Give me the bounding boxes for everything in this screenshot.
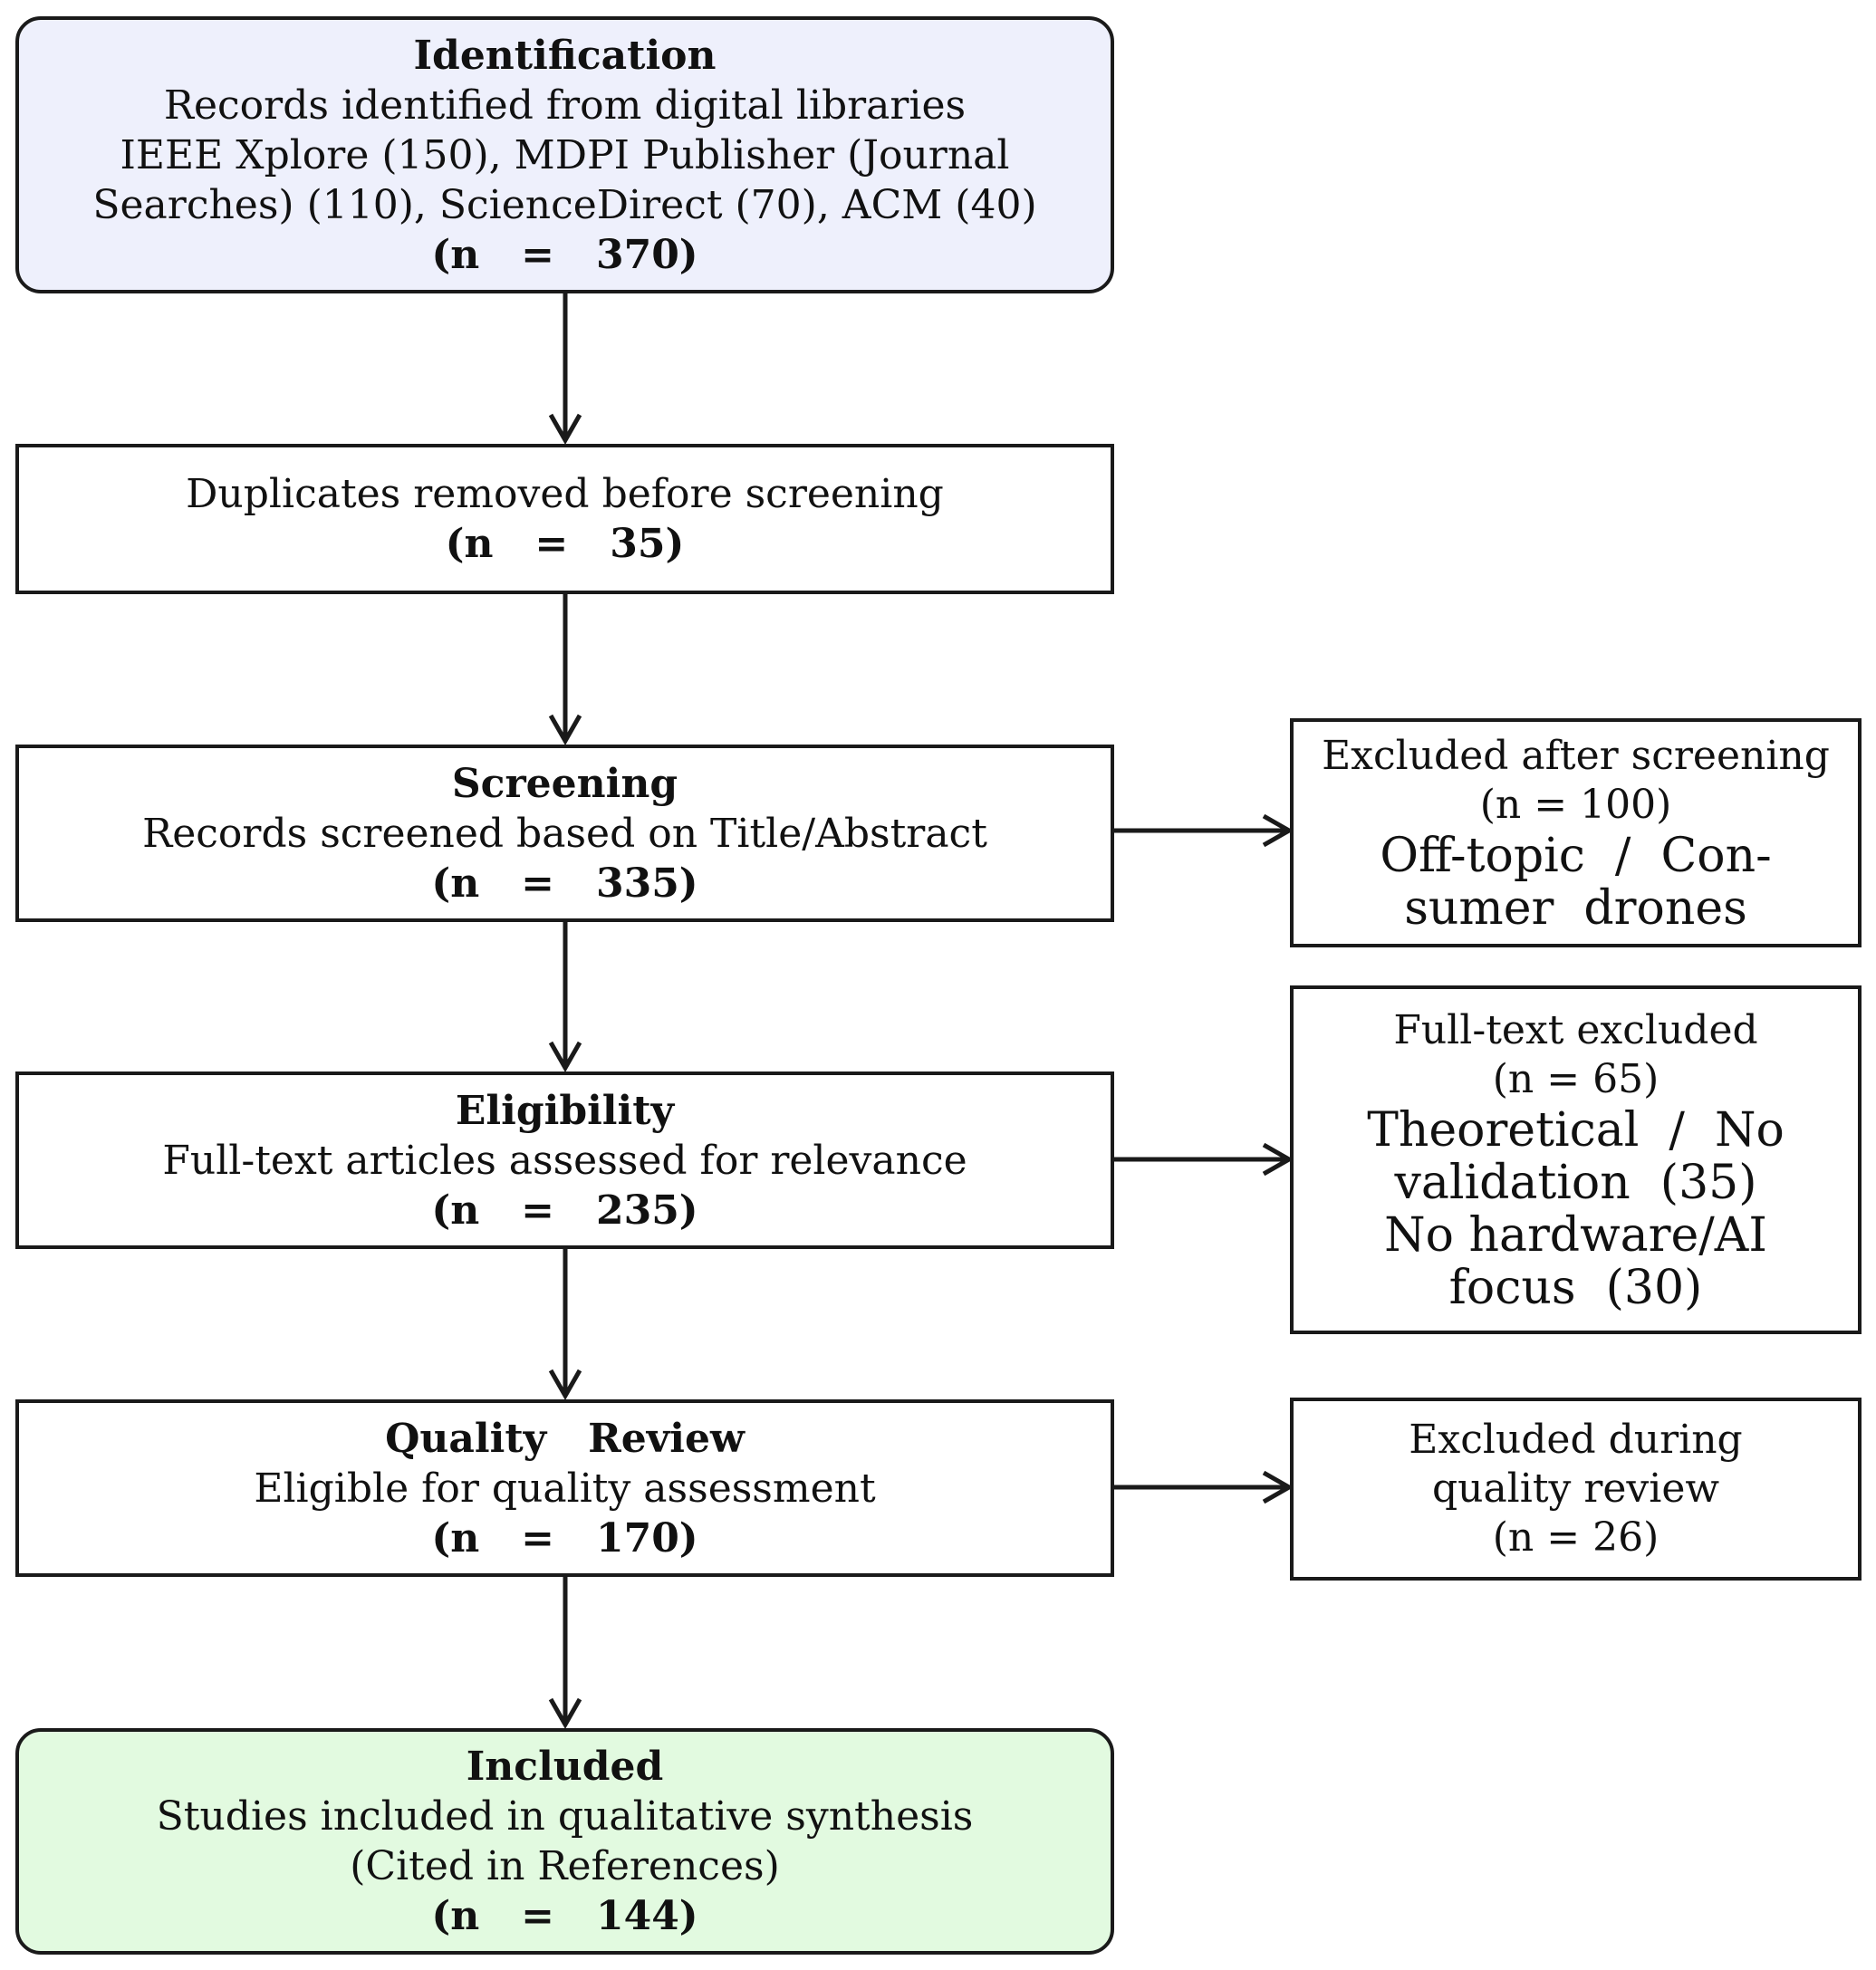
arrow-eligibility-to-quality <box>548 1248 582 1401</box>
screening-count: (n = 335) <box>431 860 698 907</box>
excluded-quality-line-2: quality review <box>1431 1465 1720 1512</box>
included-line-1: Studies included in qualitative synthesi… <box>156 1793 974 1840</box>
arrow-quality-to-quality-excluded <box>1113 1470 1294 1504</box>
eligibility-title: Eligibility <box>455 1087 675 1134</box>
excluded-quality-line-1: Excluded during <box>1409 1417 1743 1463</box>
quality-count: (n = 170) <box>431 1514 698 1562</box>
identification-title: Identification <box>413 32 717 79</box>
identification-line-1: Records identified from digital librarie… <box>163 82 967 129</box>
eligibility-box: Eligibility Full-text articles assessed … <box>15 1071 1114 1249</box>
duplicates-box: Duplicates removed before screening (n =… <box>15 444 1114 594</box>
arrow-duplicates-to-screening <box>548 593 582 746</box>
excluded-fulltext-count: (n = 65) <box>1492 1055 1660 1102</box>
excluded-screening-reason-1: Off-topic / Con- <box>1380 828 1772 883</box>
excluded-quality-count: (n = 26) <box>1492 1514 1660 1561</box>
identification-box: Identification Records identified from d… <box>15 16 1114 293</box>
screening-title: Screening <box>451 760 678 807</box>
eligibility-line-1: Full-text articles assessed for relevanc… <box>162 1137 967 1184</box>
excluded-fulltext-reason-3: No hardware/AI <box>1384 1207 1767 1263</box>
identification-count: (n = 370) <box>431 231 698 278</box>
identification-line-3: Searches) (110), ScienceDirect (70), ACM… <box>92 181 1037 228</box>
included-count: (n = 144) <box>431 1893 698 1939</box>
excluded-screening-line-1: Excluded after screening <box>1322 732 1830 779</box>
quality-line-1: Eligible for quality assessment <box>254 1465 876 1512</box>
quality-title: Quality Review <box>385 1415 745 1462</box>
screening-box: Screening Records screened based on Titl… <box>15 745 1114 922</box>
quality-review-box: Quality Review Eligible for quality asse… <box>15 1399 1114 1577</box>
arrow-eligibility-to-fulltext-excluded <box>1113 1142 1294 1177</box>
arrow-screening-to-eligibility <box>548 921 582 1073</box>
duplicates-count: (n = 35) <box>445 521 685 567</box>
included-line-2: (Cited in References) <box>350 1843 780 1889</box>
eligibility-count: (n = 235) <box>431 1187 698 1234</box>
excluded-screening-count: (n = 100) <box>1479 781 1672 828</box>
excluded-fulltext-line-1: Full-text excluded <box>1393 1006 1758 1053</box>
identification-line-2: IEEE Xplore (150), MDPI Publisher (Journ… <box>120 131 1010 178</box>
excluded-fulltext-box: Full-text excluded (n = 65) Theoretical … <box>1290 985 1862 1334</box>
excluded-fulltext-reason-4: focus (30) <box>1448 1260 1703 1315</box>
excluded-screening-reason-2: sumer drones <box>1404 880 1747 936</box>
arrow-identification-to-duplicates <box>548 293 582 446</box>
included-title: Included <box>466 1744 664 1790</box>
arrow-quality-to-included <box>548 1576 582 1730</box>
screening-line-1: Records screened based on Title/Abstract <box>142 810 987 857</box>
arrow-screening-to-excluded <box>1113 813 1294 848</box>
excluded-screening-box: Excluded after screening (n = 100) Off-t… <box>1290 718 1862 947</box>
excluded-fulltext-reason-2: validation (35) <box>1394 1155 1757 1210</box>
duplicates-line-1: Duplicates removed before screening <box>186 471 944 517</box>
excluded-quality-box: Excluded during quality review (n = 26) <box>1290 1398 1862 1581</box>
excluded-fulltext-reason-1: Theoretical / No <box>1367 1102 1785 1158</box>
included-box: Included Studies included in qualitative… <box>15 1728 1114 1955</box>
